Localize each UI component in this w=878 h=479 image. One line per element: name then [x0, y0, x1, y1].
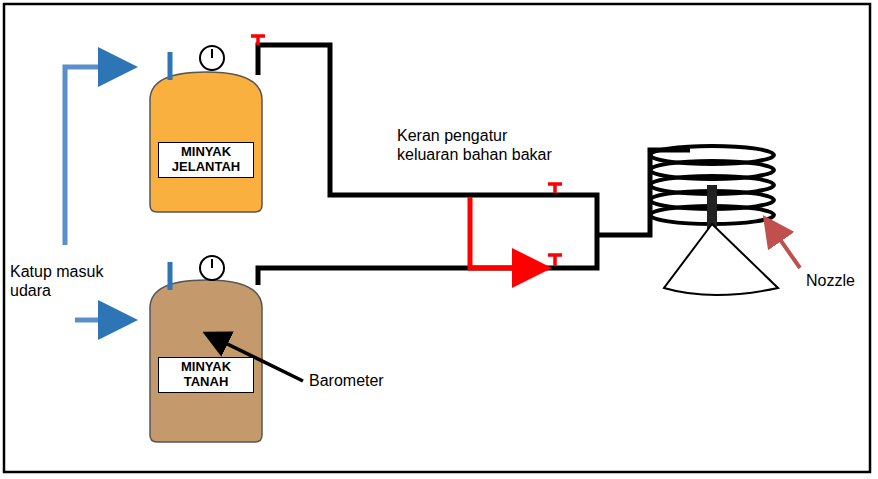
fuel-pipes	[258, 45, 690, 285]
frame	[4, 4, 870, 472]
fuel-tank: MINYAK TANAH	[150, 280, 262, 442]
nozzle-label: Nozzle	[806, 271, 855, 290]
nozzle-cone	[664, 224, 778, 295]
tank-body	[150, 280, 262, 442]
leader-arrow	[772, 228, 800, 268]
red-pipe-arrow	[470, 197, 532, 268]
air-valve-label: Katup masuk udara	[10, 262, 118, 300]
tank-label: MINYAK TANAH	[158, 357, 254, 393]
valve-label: Keran pengatur keluaran bahan bakar	[397, 126, 567, 164]
tank-body	[150, 72, 262, 212]
fuel-tank: MINYAK JELANTAH	[150, 72, 262, 212]
barometer-label: Barometer	[309, 371, 384, 390]
air-arrow	[65, 67, 118, 320]
tank-label: MINYAK JELANTAH	[158, 142, 254, 178]
